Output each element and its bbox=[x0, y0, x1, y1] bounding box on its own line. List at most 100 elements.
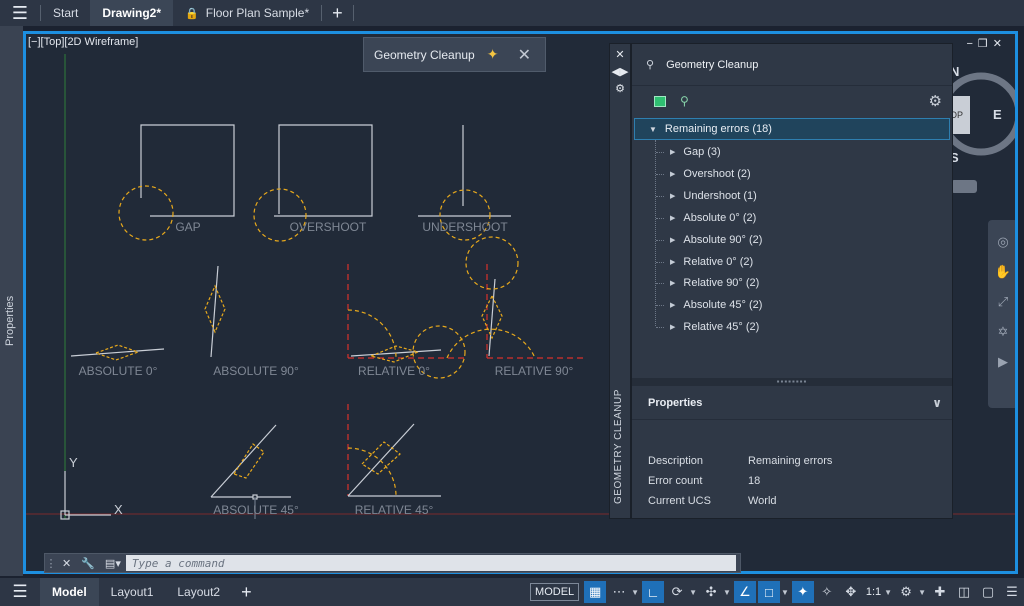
tree-item[interactable]: ▶Gap (3) bbox=[656, 142, 721, 162]
tab-start[interactable]: Start bbox=[41, 0, 90, 26]
chevron-right-icon[interactable]: ▶ bbox=[670, 214, 675, 222]
property-row: Current UCSWorld bbox=[648, 492, 777, 510]
status-bar: ☰ Model Layout1 Layout2 + MODEL ▦ ⋯▼ ∟ ⟳… bbox=[0, 578, 1024, 606]
fullscreen-icon[interactable]: ▢ bbox=[977, 581, 999, 603]
recent-commands-icon[interactable]: ▤▾ bbox=[105, 557, 121, 570]
ucs-x-label: X bbox=[114, 502, 123, 517]
command-line: ⋮ ✕ 🔧 ▤▾ bbox=[44, 553, 741, 573]
tree-item[interactable]: ▶Absolute 0° (2) bbox=[656, 208, 756, 228]
relative-90-example bbox=[447, 237, 583, 358]
relative-90-label: RELATIVE 90° bbox=[495, 364, 574, 378]
model-space-toggle[interactable]: MODEL bbox=[530, 583, 579, 601]
annotation-visibility-icon[interactable]: ✦ bbox=[792, 581, 814, 603]
relative-45-example bbox=[348, 404, 441, 496]
gap-label: GAP bbox=[175, 220, 200, 234]
tree-item[interactable]: ▶Relative 90° (2) bbox=[656, 273, 759, 293]
auto-hide-icon[interactable]: ◀▶ bbox=[610, 65, 630, 78]
app-menu-button[interactable]: ☰ bbox=[0, 0, 40, 26]
properties-section-header[interactable]: Properties ∨ bbox=[632, 386, 952, 420]
tab-floor-plan-sample[interactable]: 🔒Floor Plan Sample* bbox=[173, 0, 321, 26]
tree-root-remaining-errors[interactable]: ▼ Remaining errors (18) bbox=[634, 118, 950, 140]
grid-icon[interactable]: ▦ bbox=[584, 581, 606, 603]
chevron-right-icon[interactable]: ▶ bbox=[670, 258, 675, 266]
snap-icon[interactable]: ⋯ bbox=[608, 581, 630, 603]
chevron-right-icon[interactable]: ▶ bbox=[670, 279, 675, 287]
navigation-bar[interactable]: ◎ ✋ ⤢ ✡ ▶ bbox=[988, 220, 1018, 408]
chevron-right-icon[interactable]: ▶ bbox=[670, 236, 675, 244]
tree-item[interactable]: ▶Overshoot (2) bbox=[656, 164, 751, 184]
tab-layout2[interactable]: Layout2 bbox=[165, 578, 232, 606]
gear-icon[interactable]: ⚙ bbox=[929, 92, 942, 110]
orbit-icon[interactable]: ✡ bbox=[988, 324, 1018, 340]
chevron-down-icon[interactable]: ▼ bbox=[884, 588, 892, 597]
tree-item[interactable]: ▶Absolute 90° (2) bbox=[656, 230, 762, 250]
layout-menu-button[interactable]: ☰ bbox=[0, 578, 40, 606]
tab-layout1[interactable]: Layout1 bbox=[99, 578, 166, 606]
command-input[interactable] bbox=[126, 555, 736, 571]
tree-item[interactable]: ▶Undershoot (1) bbox=[656, 186, 757, 206]
new-layout-button[interactable]: + bbox=[232, 578, 261, 606]
chevron-down-icon[interactable]: ▼ bbox=[723, 588, 731, 597]
auto-scale-icon[interactable]: ✧ bbox=[816, 581, 838, 603]
tree-item[interactable]: ▶Relative 0° (2) bbox=[656, 252, 753, 272]
chevron-down-icon[interactable]: ▼ bbox=[781, 588, 789, 597]
zoom-errors-icon[interactable]: ⚲ bbox=[680, 94, 689, 108]
palette-header: ⚲ Geometry Cleanup bbox=[632, 44, 952, 86]
viewport-window-controls[interactable]: −❒✕ bbox=[966, 37, 1007, 50]
viewport-controls-label[interactable]: [−][Top][2D Wireframe] bbox=[28, 36, 138, 48]
property-row: DescriptionRemaining errors bbox=[648, 452, 832, 470]
chevron-right-icon[interactable]: ▶ bbox=[670, 148, 675, 156]
search-icon: ⚲ bbox=[646, 58, 654, 71]
chevron-right-icon[interactable]: ▶ bbox=[670, 170, 675, 178]
tree-item[interactable]: ▶Absolute 45° (2) bbox=[656, 295, 762, 315]
panel-splitter[interactable]: ▪▪▪▪▪▪▪▪ bbox=[632, 378, 952, 386]
gear-icon[interactable]: ⚙ bbox=[610, 82, 630, 95]
object-snap-tracking-icon[interactable]: ∠ bbox=[734, 581, 756, 603]
close-icon[interactable]: ✕ bbox=[518, 45, 531, 65]
drag-handle-icon[interactable]: ⋮ bbox=[45, 557, 57, 570]
chevron-right-icon[interactable]: ▶ bbox=[670, 323, 675, 331]
chevron-down-icon[interactable]: ▼ bbox=[631, 588, 639, 597]
close-icon[interactable]: ✕ bbox=[610, 48, 630, 61]
palette-toolbar: ⚲ ⚙ bbox=[632, 86, 952, 116]
zoom-icon[interactable]: ⤢ bbox=[988, 294, 1018, 310]
pan-icon[interactable]: ✋ bbox=[988, 264, 1018, 280]
chevron-right-icon[interactable]: ▶ bbox=[670, 192, 675, 200]
status-toggles: MODEL ▦ ⋯▼ ∟ ⟳▼ ✣▼ ∠ □▼ ✦ ✧ ✥ 1:1▼ ⚙▼ ✚ … bbox=[530, 578, 1024, 606]
tab-drawing2[interactable]: Drawing2* bbox=[90, 0, 173, 26]
chevron-down-icon[interactable]: ▼ bbox=[649, 125, 657, 134]
chevron-down-icon[interactable]: ▼ bbox=[918, 588, 926, 597]
error-tree: ▼ Remaining errors (18) ▶Gap (3)▶Oversho… bbox=[632, 116, 952, 376]
plus-icon[interactable]: ✚ bbox=[929, 581, 951, 603]
ortho-icon[interactable]: ∟ bbox=[642, 581, 664, 603]
chevron-right-icon[interactable]: ▶ bbox=[670, 301, 675, 309]
annotation-scale-icon[interactable]: ✥ bbox=[840, 581, 862, 603]
object-snap-icon[interactable]: □ bbox=[758, 581, 780, 603]
polar-icon[interactable]: ⟳ bbox=[666, 581, 688, 603]
viewcube-east-label: E bbox=[993, 107, 1002, 122]
isolate-objects-icon[interactable]: ◫ bbox=[953, 581, 975, 603]
document-tab-bar: ☰ Start Drawing2* 🔒Floor Plan Sample* + bbox=[0, 0, 1024, 26]
lightbulb-icon[interactable]: ✦ bbox=[487, 46, 499, 63]
viewcube[interactable]: OP N E S bbox=[943, 64, 1015, 193]
isodraft-icon[interactable]: ✣ bbox=[700, 581, 722, 603]
showmotion-icon[interactable]: ▶ bbox=[988, 354, 1018, 370]
wrench-icon[interactable]: 🔧 bbox=[81, 557, 95, 570]
new-tab-button[interactable]: + bbox=[322, 0, 353, 26]
collapse-icon[interactable]: ∨ bbox=[932, 396, 942, 410]
drawing-viewport[interactable]: GAP OVERSHOOT UNDERSHOOT ABSOLUTE 0° ABS… bbox=[23, 31, 1018, 574]
tree-item[interactable]: ▶Relative 45° (2) bbox=[656, 317, 759, 337]
properties-side-tab[interactable]: Properties bbox=[0, 26, 23, 576]
chevron-down-icon[interactable]: ▼ bbox=[689, 588, 697, 597]
annotation-scale-value[interactable]: 1:1 bbox=[866, 586, 881, 598]
ucs-y-label: Y bbox=[69, 455, 78, 470]
gear-icon[interactable]: ⚙ bbox=[895, 581, 917, 603]
select-errors-icon[interactable] bbox=[654, 96, 666, 107]
customize-menu-icon[interactable]: ☰ bbox=[1001, 581, 1023, 603]
steering-wheel-icon[interactable]: ◎ bbox=[988, 234, 1018, 250]
overshoot-label: OVERSHOOT bbox=[290, 220, 367, 234]
tab-model[interactable]: Model bbox=[40, 578, 99, 606]
absolute-90-example bbox=[205, 266, 225, 357]
geometry-cleanup-chip[interactable]: Geometry Cleanup ✦ ✕ bbox=[363, 37, 546, 72]
close-icon[interactable]: ✕ bbox=[62, 557, 71, 570]
